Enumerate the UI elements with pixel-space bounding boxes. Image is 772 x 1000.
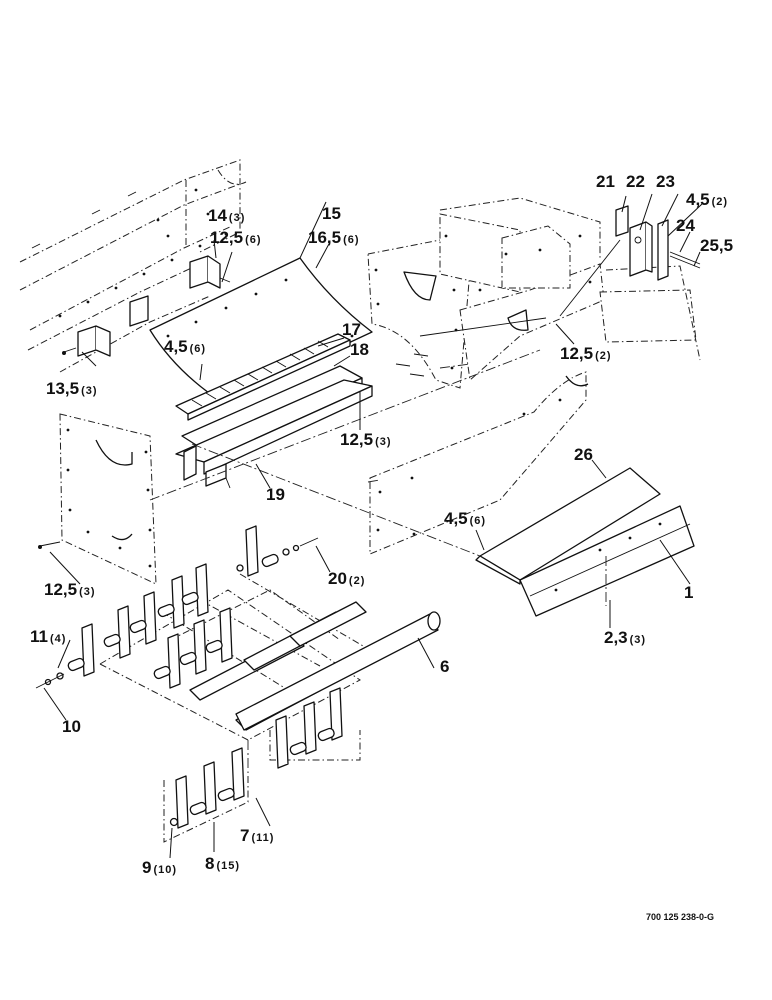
callout-12-5-right: 12,5(2) bbox=[560, 344, 612, 363]
callout-20: 20(2) bbox=[328, 569, 366, 588]
callout-12-5-upper: 12,5(6) bbox=[210, 228, 262, 247]
callout-8: 8(15) bbox=[205, 854, 241, 873]
callout-13-5: 13,5(3) bbox=[46, 379, 98, 398]
center-lower-side-sheet bbox=[369, 371, 589, 555]
callout-leader-lines bbox=[43, 193, 703, 859]
callout-23: 23 bbox=[656, 172, 675, 191]
callout-22: 22 bbox=[626, 172, 645, 191]
callout-26: 26 bbox=[574, 445, 593, 464]
callout-11: 11(4) bbox=[30, 627, 67, 646]
callout-10: 10 bbox=[62, 717, 81, 736]
callout-12-5-angle: 12,5(3) bbox=[340, 430, 392, 449]
phantom-frame-rails-upper-left bbox=[19, 159, 247, 373]
grate-part-17 bbox=[175, 333, 351, 421]
callout-16-5: 16,5(6) bbox=[308, 228, 360, 247]
callout-14: 14(3) bbox=[208, 206, 246, 225]
callout-24: 24 bbox=[676, 216, 695, 235]
callout-4-5-bracket: 4,5(2) bbox=[686, 190, 729, 209]
callout-17: 17 bbox=[342, 320, 361, 339]
callout-18: 18 bbox=[350, 340, 369, 359]
callout-1: 1 bbox=[684, 583, 694, 602]
callout-4-5-shield: 4,5(6) bbox=[444, 509, 487, 528]
assembly-centerlines bbox=[149, 349, 607, 768]
bushings bbox=[35, 537, 335, 827]
callout-21: 21 bbox=[596, 172, 615, 191]
callout-12-5-left: 12,5(3) bbox=[44, 580, 96, 599]
callout-4-5-grate: 4,5(6) bbox=[164, 337, 207, 356]
angle-part-19 bbox=[175, 379, 373, 489]
panel-part-1 bbox=[519, 505, 695, 617]
callout-25-5: 25,5 bbox=[700, 236, 734, 255]
hanger-plates bbox=[81, 525, 343, 829]
callout-6: 6 bbox=[440, 657, 450, 676]
callout-19: 19 bbox=[266, 485, 285, 504]
main-shaft-part-6 bbox=[235, 611, 441, 731]
shield-part-26 bbox=[475, 467, 661, 585]
callout-7: 7(11) bbox=[240, 826, 275, 845]
shaker-frame-dashed bbox=[99, 573, 371, 843]
left-side-sheet bbox=[38, 413, 157, 585]
drawing-reference-number: 700 125 238-0-G bbox=[646, 912, 715, 922]
callout-2-3: 2,3(3) bbox=[604, 628, 647, 647]
bracket-part-13 bbox=[62, 295, 149, 357]
callout-15: 15 bbox=[322, 204, 341, 223]
center-housing bbox=[367, 197, 701, 389]
callout-9: 9(10) bbox=[142, 858, 178, 877]
bracket-part-14 bbox=[189, 255, 231, 289]
